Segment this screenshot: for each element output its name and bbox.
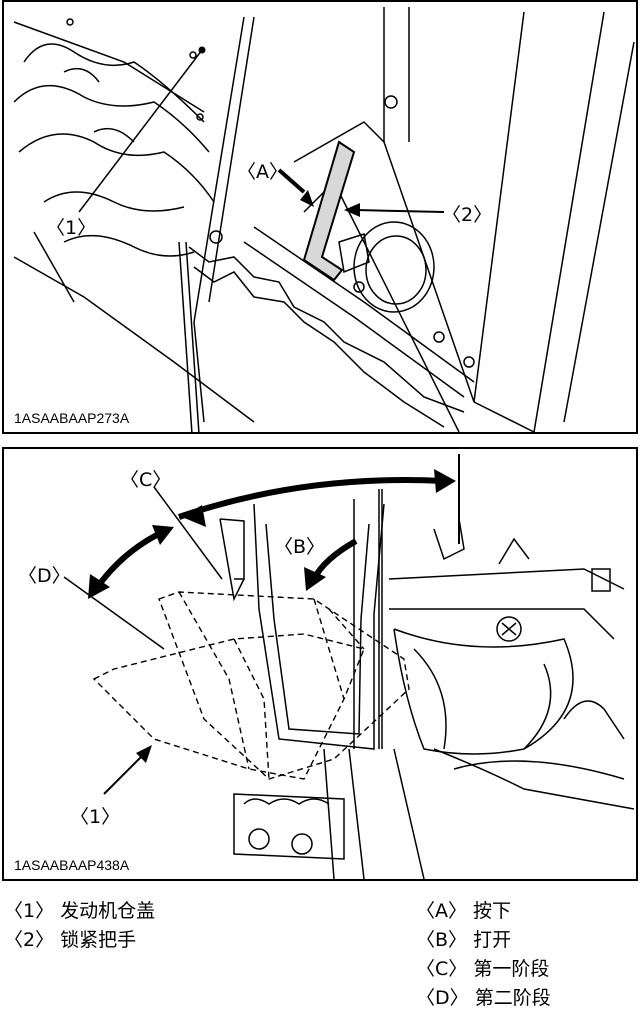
- callout-c: 〈C〉: [120, 469, 171, 491]
- bottom-figure-drawing: 〈C〉 〈B〉 〈D〉 〈1〉: [18, 454, 635, 879]
- bottom-image-code: 1ASAABAAP438A: [14, 857, 130, 873]
- legend-tag: 〈B〉: [416, 929, 468, 951]
- legend-text: 第一阶段: [473, 958, 550, 980]
- legend-tag: 〈1〉: [4, 900, 55, 922]
- legend-item: 〈A〉 按下: [416, 897, 551, 926]
- callout-a: 〈A〉: [237, 161, 288, 183]
- top-figure-panel: 〈A〉 〈2〉 〈1〉 1ASAABAAP273A: [2, 0, 638, 434]
- legend-text: 第二阶段: [474, 987, 551, 1009]
- legend-item: 〈C〉 第一阶段: [416, 955, 551, 984]
- legend-text: 锁紧把手: [60, 929, 137, 951]
- legend-tag: 〈A〉: [416, 900, 467, 922]
- actions-legend: 〈A〉 按下 〈B〉 打开 〈C〉 第一阶段 〈D〉 第二阶段: [416, 897, 551, 1013]
- callout-b: 〈B〉: [274, 536, 325, 558]
- legend-tag: 〈D〉: [416, 987, 469, 1009]
- top-figure-drawing: 〈A〉 〈2〉 〈1〉: [13, 7, 635, 432]
- legend-text: 打开: [473, 929, 512, 951]
- legend-item: 〈2〉 锁紧把手: [4, 926, 155, 955]
- legend-item: 〈D〉 第二阶段: [416, 984, 551, 1013]
- lock-handle-shape: [302, 140, 356, 282]
- legend-text: 按下: [473, 900, 512, 922]
- legend-tag: 〈C〉: [416, 958, 468, 980]
- top-image-code: 1ASAABAAP273A: [14, 410, 130, 426]
- parts-legend: 〈1〉 发动机仓盖 〈2〉 锁紧把手: [4, 897, 155, 955]
- legend-tag: 〈2〉: [4, 929, 55, 951]
- legend-item: 〈1〉 发动机仓盖: [4, 897, 155, 926]
- callout-2: 〈2〉: [442, 204, 492, 226]
- legend-item: 〈B〉 打开: [416, 926, 551, 955]
- callout-d: 〈D〉: [18, 565, 71, 587]
- callout-1-top: 〈1〉: [46, 217, 96, 239]
- legend-text: 发动机仓盖: [60, 900, 156, 922]
- callout-1-bottom: 〈1〉: [70, 806, 120, 828]
- bottom-figure-panel: 〈C〉 〈B〉 〈D〉 〈1〉 1ASAABAAP438A: [2, 447, 638, 881]
